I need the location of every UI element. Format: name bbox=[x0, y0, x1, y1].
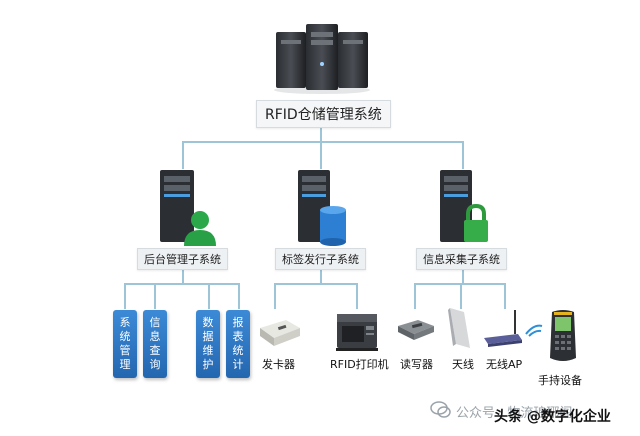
server-lock-icon bbox=[440, 170, 488, 242]
handheld-terminal-icon bbox=[550, 310, 576, 361]
mgmt-drop-4 bbox=[238, 283, 240, 309]
watermark-brand: 头条 @数字化企业 bbox=[494, 409, 611, 425]
collect-stem-line bbox=[462, 266, 464, 284]
device-label-card-issuer: 发卡器 bbox=[262, 358, 295, 371]
mid-drop-line bbox=[320, 141, 322, 169]
collect-drop-2 bbox=[460, 283, 462, 309]
root-stem-line bbox=[320, 122, 322, 142]
device-label-handheld: 手持设备 bbox=[538, 374, 582, 387]
left-drop-line bbox=[182, 141, 184, 169]
issue-drop-2 bbox=[356, 283, 358, 309]
device-label-wireless-ap: 无线AP bbox=[486, 358, 523, 371]
module-info-query: 信息查询 bbox=[143, 310, 167, 378]
mgmt-drop-3 bbox=[208, 283, 210, 309]
subsystem-label-collect: 信息采集子系统 bbox=[416, 248, 507, 270]
root-system-label: RFID仓储管理系统 bbox=[256, 100, 391, 128]
issue-bus-line bbox=[274, 283, 358, 285]
device-label-rfid-printer: RFID打印机 bbox=[330, 358, 389, 371]
module-report-statistics: 报表统计 bbox=[226, 310, 250, 378]
mgmt-drop-2 bbox=[154, 283, 156, 309]
device-label-reader: 读写器 bbox=[400, 358, 433, 371]
server-database-icon bbox=[298, 170, 346, 246]
wireless-signal-icon bbox=[525, 324, 543, 337]
issue-stem-line bbox=[320, 266, 322, 284]
device-label-antenna: 天线 bbox=[452, 358, 474, 371]
server-cluster-icon bbox=[274, 24, 370, 94]
collect-drop-3 bbox=[504, 283, 506, 309]
card-issuer-icon bbox=[260, 320, 300, 346]
wechat-icon bbox=[430, 401, 451, 418]
module-system-management: 系统管理 bbox=[113, 310, 137, 378]
right-drop-line bbox=[462, 141, 464, 169]
antenna-panel-icon bbox=[448, 308, 470, 348]
root-bus-line bbox=[182, 141, 464, 143]
subsystem-label-issue: 标签发行子系统 bbox=[275, 248, 366, 270]
rfid-printer-icon bbox=[336, 314, 378, 351]
mgmt-stem-line bbox=[182, 266, 184, 284]
reader-writer-icon bbox=[398, 320, 434, 340]
mgmt-drop-1 bbox=[124, 283, 126, 309]
mgmt-bus-line bbox=[124, 283, 240, 285]
watermark-wechat: 公众号 · 物流琅琊阁 bbox=[456, 406, 573, 421]
subsystem-label-mgmt: 后台管理子系统 bbox=[137, 248, 228, 270]
wireless-ap-icon bbox=[484, 310, 522, 347]
collect-drop-1 bbox=[414, 283, 416, 309]
issue-drop-1 bbox=[274, 283, 276, 309]
server-user-icon bbox=[160, 170, 216, 246]
module-data-maintenance: 数据维护 bbox=[196, 310, 220, 378]
